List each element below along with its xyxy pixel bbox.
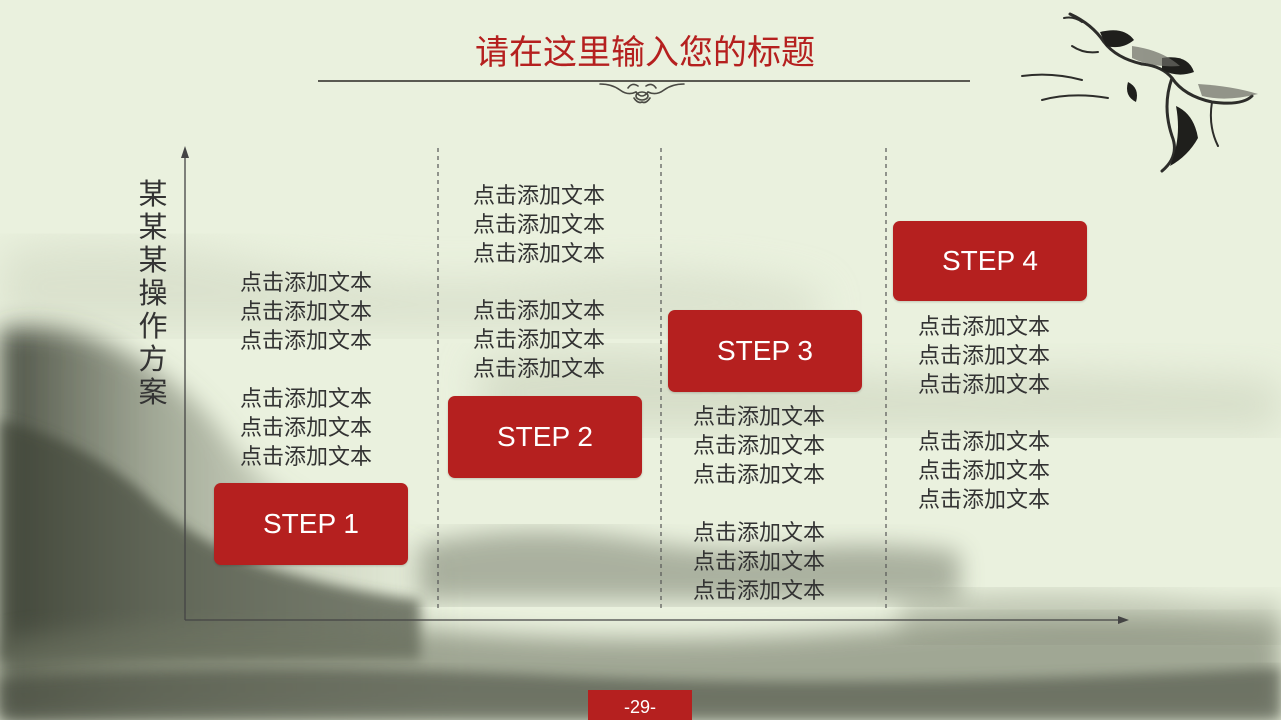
text-line: 点击添加文本 xyxy=(918,459,1051,484)
step-1-button[interactable]: STEP 1 xyxy=(214,483,408,565)
text-line: 点击添加文本 xyxy=(473,357,606,382)
step3-text-block-1[interactable]: 点击添加文本 点击添加文本 点击添加文本 xyxy=(693,403,825,490)
text-line: 点击添加文本 xyxy=(918,315,1051,340)
page-number: -29- xyxy=(588,690,692,720)
text-line: 点击添加文本 xyxy=(693,550,826,575)
text-line: 点击添加文本 xyxy=(240,271,373,296)
step-3-button[interactable]: STEP 3 xyxy=(668,310,862,392)
text-line: 点击添加文本 xyxy=(240,387,373,412)
text-line: 点击添加文本 xyxy=(693,579,826,604)
text-line: 点击添加文本 xyxy=(693,405,826,430)
text-line: 点击添加文本 xyxy=(240,329,373,354)
flying-crane-illustration xyxy=(1021,12,1258,173)
step4-text-block-1[interactable]: 点击添加文本 点击添加文本 点击添加文本 xyxy=(918,313,1050,400)
text-line: 点击添加文本 xyxy=(693,434,826,459)
step1-text-block-2[interactable]: 点击添加文本 点击添加文本 点击添加文本 xyxy=(240,385,372,472)
text-line: 点击添加文本 xyxy=(693,463,826,488)
text-line: 点击添加文本 xyxy=(240,445,373,470)
step3-text-block-2[interactable]: 点击添加文本 点击添加文本 点击添加文本 xyxy=(693,519,825,606)
step-4-button[interactable]: STEP 4 xyxy=(893,221,1087,301)
text-line: 点击添加文本 xyxy=(473,184,606,209)
step2-text-block-1[interactable]: 点击添加文本 点击添加文本 点击添加文本 xyxy=(473,182,605,269)
title-underline xyxy=(318,80,970,82)
step2-text-block-2[interactable]: 点击添加文本 点击添加文本 点击添加文本 xyxy=(473,297,605,384)
text-line: 点击添加文本 xyxy=(918,344,1051,369)
text-line: 点击添加文本 xyxy=(473,328,606,353)
step1-text-block-1[interactable]: 点击添加文本 点击添加文本 点击添加文本 xyxy=(240,269,372,356)
axis-label[interactable]: 某某某操作方案 xyxy=(138,177,168,409)
text-line: 点击添加文本 xyxy=(240,416,373,441)
step4-text-block-2[interactable]: 点击添加文本 点击添加文本 点击添加文本 xyxy=(918,428,1050,515)
text-line: 点击添加文本 xyxy=(918,430,1051,455)
text-line: 点击添加文本 xyxy=(473,299,606,324)
slide-title[interactable]: 请在这里输入您的标题 xyxy=(475,33,815,73)
text-line: 点击添加文本 xyxy=(918,488,1051,513)
text-line: 点击添加文本 xyxy=(473,242,606,267)
text-line: 点击添加文本 xyxy=(473,213,606,238)
title-ornament xyxy=(599,83,685,104)
text-line: 点击添加文本 xyxy=(693,521,826,546)
step-2-button[interactable]: STEP 2 xyxy=(448,396,642,478)
text-line: 点击添加文本 xyxy=(240,300,373,325)
text-line: 点击添加文本 xyxy=(918,373,1051,398)
